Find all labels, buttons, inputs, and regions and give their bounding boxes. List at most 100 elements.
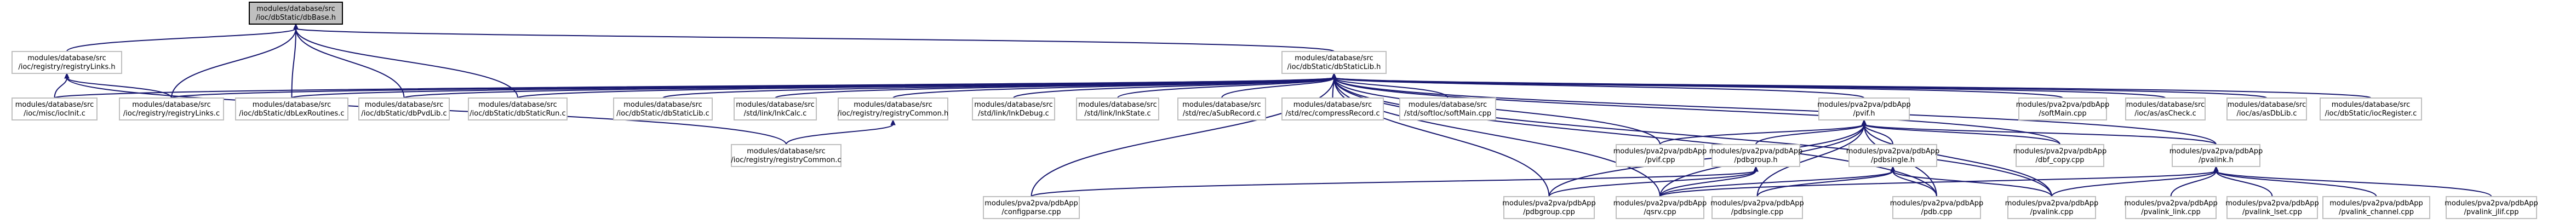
node-box xyxy=(1177,97,1266,120)
node-pvalink-lset-cpp[interactable]: modules/pva2pva/pdbApp/pvalink_lset.cpp xyxy=(2225,196,2319,219)
node-label-line: /qsrv.cpp xyxy=(1644,208,1676,216)
node-pdbsingle-h[interactable]: modules/pva2pva/pdbApp/pdbsingle.h xyxy=(1846,144,1940,167)
node-lnkcalc-c[interactable]: modules/database/src/std/link/lnkCalc.c xyxy=(734,97,817,120)
node-label-line: /ioc/dbStatic/iocRegister.c xyxy=(2325,110,2417,118)
edge-pdbgroup-h-to-pdbgroup-cpp xyxy=(1548,165,1759,197)
edge-dbstaticlib-h-to-dbstaticrun-c xyxy=(517,72,1337,99)
node-label-line: modules/database/src xyxy=(974,101,1053,109)
node-registrycommon-h[interactable]: modules/database/src/ioc/registry/regist… xyxy=(838,97,948,120)
node-pdbsingle-cpp[interactable]: modules/pva2pva/pdbApp/pdbsingle.cpp xyxy=(1710,196,1804,219)
node-pdb-cpp[interactable]: modules/pva2pva/pdbApp/pdb.cpp xyxy=(1890,196,1984,219)
node-label-line: /ioc/registry/registryLinks.c xyxy=(123,110,220,118)
node-ascheck-c[interactable]: modules/database/src/ioc/as/asCheck.c xyxy=(2125,97,2206,120)
node-dbstaticrun-c[interactable]: modules/database/src/ioc/dbStatic/dbStat… xyxy=(468,97,568,120)
node-pvalink-jlif-cpp[interactable]: modules/pva2pva/pdbApp/pvalink_jlif.cpp xyxy=(2445,196,2538,219)
node-compressrecord-c[interactable]: modules/database/src/std/rec/compressRec… xyxy=(1281,97,1384,120)
node-label-line: modules/pva2pva/pdbApp xyxy=(1890,199,1984,208)
node-label-line: modules/pva2pva/pdbApp xyxy=(984,199,1078,208)
node-label-line: modules/database/src xyxy=(623,101,702,109)
node-label-line: /ioc/misc/iocInit.c xyxy=(24,110,85,118)
node-box xyxy=(1076,97,1159,120)
node-label-line: modules/pva2pva/pdbApp xyxy=(1709,147,1803,156)
edge-dbbase-to-dbstaticlib-h xyxy=(293,23,1335,52)
node-dbstaticlib-c[interactable]: modules/database/src/ioc/dbStatic/dbStat… xyxy=(613,97,713,120)
node-configparse-cpp[interactable]: modules/pva2pva/pdbApp/configparse.cpp xyxy=(983,196,1080,219)
node-dbstaticlib-h[interactable]: modules/database/src/ioc/dbStatic/dbStat… xyxy=(1281,51,1387,74)
node-label-line: modules/database/src xyxy=(736,101,815,109)
node-pvif-h[interactable]: modules/pva2pva/pdbApp/pvif.h xyxy=(1817,97,1911,120)
node-label-line: modules/database/src xyxy=(747,147,826,156)
node-softmain-cpp-db[interactable]: modules/database/src/std/softIoc/softMai… xyxy=(1399,97,1496,120)
node-label-line: modules/database/src xyxy=(1293,101,1372,109)
node-label-line: modules/database/src xyxy=(2332,101,2411,109)
node-iocinit-c[interactable]: modules/database/src/ioc/misc/iocInit.c xyxy=(12,97,98,120)
node-layer: modules/database/src/ioc/dbStatic/dbBase… xyxy=(12,2,2538,219)
node-label-line: modules/pva2pva/pdbApp xyxy=(2124,199,2218,208)
node-label-line: /pdb.cpp xyxy=(1921,208,1953,216)
node-box xyxy=(1711,144,1800,167)
node-label-line: modules/pva2pva/pdbApp xyxy=(1613,199,1707,208)
node-asubrecord-c[interactable]: modules/database/src/std/rec/aSubRecord.… xyxy=(1177,97,1266,120)
node-pvalink-link-cpp[interactable]: modules/pva2pva/pdbApp/pvalink_link.cpp xyxy=(2124,196,2218,219)
node-label-line: /pvalink.h xyxy=(2199,156,2234,164)
node-box xyxy=(358,97,450,120)
node-label-line: /pvalink_lset.cpp xyxy=(2242,208,2302,216)
node-box xyxy=(2016,144,2104,167)
node-box xyxy=(838,97,948,120)
node-label-line: modules/pva2pva/pdbApp xyxy=(2445,199,2538,208)
node-iocregister-c[interactable]: modules/database/src/ioc/dbStatic/iocReg… xyxy=(2320,97,2422,120)
node-label-line: /std/link/lnkState.c xyxy=(1084,110,1150,118)
node-label-line: modules/database/src xyxy=(2126,101,2205,109)
node-label-line: modules/pva2pva/pdbApp xyxy=(2225,199,2319,208)
node-label-line: modules/pva2pva/pdbApp xyxy=(2013,147,2107,156)
node-pvif-cpp[interactable]: modules/pva2pva/pdbApp/pvif.cpp xyxy=(1613,144,1707,167)
node-pvalink-channel-cpp[interactable]: modules/pva2pva/pdbApp/pvalink_channel.c… xyxy=(2322,196,2430,219)
node-label-line: modules/pva2pva/pdbApp xyxy=(1817,101,1911,109)
node-label-line: /std/link/lnkCalc.c xyxy=(744,110,807,118)
node-registrylinks-c[interactable]: modules/database/src/ioc/registry/regist… xyxy=(119,97,224,120)
node-box xyxy=(235,97,348,120)
edge-dbstaticlib-h-to-iocregister-c xyxy=(1331,72,2372,99)
node-pvalink-cpp[interactable]: modules/pva2pva/pdbApp/pvalink.cpp xyxy=(2005,196,2099,219)
node-dbbase: modules/database/src/ioc/dbStatic/dbBase… xyxy=(249,2,343,25)
node-dblexroutines-c[interactable]: modules/database/src/ioc/dbStatic/dbLexR… xyxy=(235,97,348,120)
node-box xyxy=(613,97,713,120)
node-label-line: modules/pva2pva/pdbApp xyxy=(1846,147,1940,156)
node-box xyxy=(1399,97,1496,120)
node-pvalink-h[interactable]: modules/pva2pva/pdbApp/pvalink.h xyxy=(2169,144,2263,167)
edge-pdbsingle-h-to-qsrv-cpp xyxy=(1659,165,1896,197)
node-label-line: modules/database/src xyxy=(2228,101,2306,109)
edge-pdbgroup-h-to-configparse-cpp xyxy=(1031,165,1759,197)
node-box xyxy=(1281,51,1387,74)
node-label-line: /softMain.cpp xyxy=(2039,110,2086,118)
node-pdbgroup-cpp[interactable]: modules/pva2pva/pdbApp/pdbgroup.cpp xyxy=(1502,196,1596,219)
node-dbf-copy-cpp[interactable]: modules/pva2pva/pdbApp/dbf_copy.cpp xyxy=(2013,144,2107,167)
node-registrycommon-c[interactable]: modules/database/src/ioc/registry/regist… xyxy=(731,144,842,167)
node-label-line: /pvalink_channel.cpp xyxy=(2339,208,2414,216)
node-dblib-c[interactable]: modules/database/src/ioc/as/asDbLib.c xyxy=(2226,97,2307,120)
node-lnkstate-c[interactable]: modules/database/src/std/link/lnkState.c xyxy=(1076,97,1159,120)
edge-pdbgroup-h-to-qsrv-cpp xyxy=(1659,165,1759,197)
node-box xyxy=(2007,196,2096,219)
node-box xyxy=(731,144,842,167)
node-label-line: modules/database/src xyxy=(1295,54,1373,62)
node-softmain-cpp-pva[interactable]: modules/pva2pva/pdbApp/softMain.cpp xyxy=(2016,97,2110,120)
node-label-line: /std/link/lnkDebug.c xyxy=(978,110,1049,118)
node-qsrv-cpp[interactable]: modules/pva2pva/pdbApp/qsrv.cpp xyxy=(1613,196,1707,219)
node-box xyxy=(12,51,122,74)
node-pdbgroup-h[interactable]: modules/pva2pva/pdbApp/pdbgroup.h xyxy=(1709,144,1803,167)
edge-pvif-h-to-pvalink-h xyxy=(1861,119,2217,145)
node-label-line: modules/database/src xyxy=(1409,101,1487,109)
node-label-line: /std/rec/compressRecord.c xyxy=(1285,110,1379,118)
node-registrylinks-h[interactable]: modules/database/src/ioc/registry/regist… xyxy=(12,51,122,74)
node-lnkdebug-c[interactable]: modules/database/src/std/link/lnkDebug.c xyxy=(972,97,1055,120)
node-label-line: modules/database/src xyxy=(854,101,932,109)
node-label-line: /pvif.cpp xyxy=(1645,156,1675,164)
node-box xyxy=(2322,196,2430,219)
edge-pvalink-h-to-pvalink-link-cpp xyxy=(2170,165,2219,197)
node-label-line: modules/pva2pva/pdbApp xyxy=(2329,199,2423,208)
node-box xyxy=(119,97,224,120)
node-label-line: /ioc/registry/registryCommon.c xyxy=(731,156,841,164)
node-dbpvdlib-c[interactable]: modules/database/src/ioc/dbStatic/dbPvdL… xyxy=(358,97,450,120)
